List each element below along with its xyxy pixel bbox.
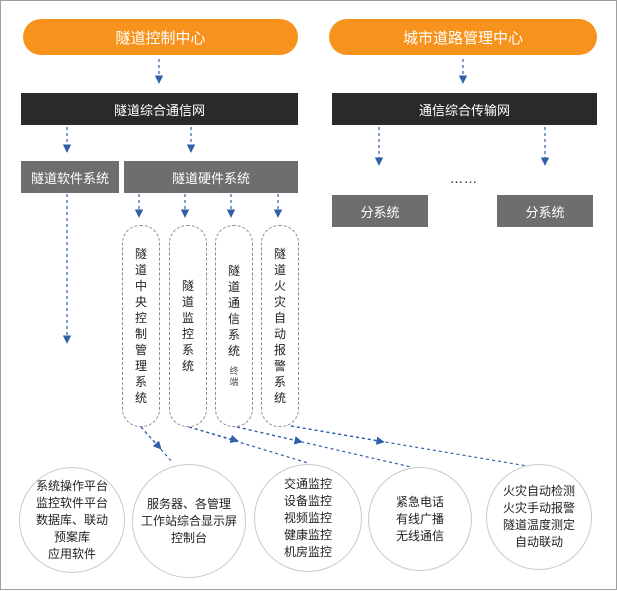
ellipsis: ……	[450, 172, 478, 187]
function-line: 视频监控	[283, 510, 332, 525]
function-line: 火灾自动检测	[502, 484, 575, 498]
function-circle-monitoring: 交通监控 设备监控 视频监控 健康监控 机房监控	[254, 464, 362, 572]
function-line: 监控软件平台	[35, 495, 108, 510]
hw-unit-label: 隧道通信系统	[227, 264, 240, 358]
function-circle-fire-alarm: 火灾自动检测 火灾手动报警 隧道温度测定 自动联动	[486, 464, 592, 570]
connector-unit-3-arrow	[236, 426, 303, 445]
function-line: 控制台	[170, 530, 207, 545]
hw-unit-label: 隧道监控系统	[181, 279, 194, 373]
connector-unit-4-arrow	[284, 424, 385, 445]
function-line: 服务器、各管理	[146, 496, 231, 511]
subsystem-box-1: 分系统	[332, 195, 428, 227]
hw-unit-monitoring: 隧道监控系统	[169, 225, 207, 427]
hw-unit-label: 隧道中央控制管理系统	[134, 247, 147, 405]
connector-unit-1-arrow	[140, 426, 162, 450]
tunnel-software-system: 隧道软件系统	[21, 161, 119, 193]
hw-unit-communication: 隧道通信系统 终端	[215, 225, 253, 427]
subsystem-box-2: 分系统	[497, 195, 593, 227]
city-road-management-center: 城市道路管理中心	[329, 19, 597, 55]
function-line: 设备监控	[283, 493, 332, 508]
function-line: 火灾手动报警	[502, 501, 575, 515]
tunnel-hardware-system: 隧道硬件系统	[124, 161, 298, 193]
hw-unit-central-control: 隧道中央控制管理系统	[122, 225, 160, 427]
hw-unit-label: 隧道火灾自动报警系统	[273, 247, 286, 405]
function-line: 有线广播	[395, 511, 444, 526]
function-line: 数据库、联动	[35, 512, 108, 527]
tunnel-comm-network: 隧道综合通信网	[21, 93, 298, 125]
function-line: 系统操作平台	[35, 478, 108, 493]
function-line: 机房监控	[283, 544, 332, 559]
function-line: 工作站综合显示屏	[140, 513, 237, 528]
connector-unit-2-arrow	[188, 426, 239, 443]
function-line: 自动联动	[514, 535, 563, 549]
function-circle-central-control: 服务器、各管理 工作站综合显示屏 控制台	[132, 464, 246, 578]
function-circle-communication: 紧急电话 有线广播 无线通信	[368, 467, 472, 571]
function-line: 隧道温度测定	[502, 518, 575, 532]
tunnel-control-center: 隧道控制中心	[23, 19, 298, 55]
function-line: 交通监控	[283, 476, 332, 491]
hw-unit-fire-alarm: 隧道火灾自动报警系统	[261, 225, 299, 427]
function-line: 健康监控	[283, 527, 332, 542]
function-line: 预案库	[53, 529, 90, 544]
function-line: 应用软件	[47, 546, 96, 561]
function-line: 无线通信	[395, 528, 444, 543]
function-circle-software: 系统操作平台 监控软件平台 数据库、联动 预案库 应用软件	[19, 467, 125, 573]
function-line: 紧急电话	[395, 494, 444, 509]
integrated-transmission-network: 通信综合传输网	[332, 93, 597, 125]
hw-unit-note: 终端	[229, 367, 239, 388]
